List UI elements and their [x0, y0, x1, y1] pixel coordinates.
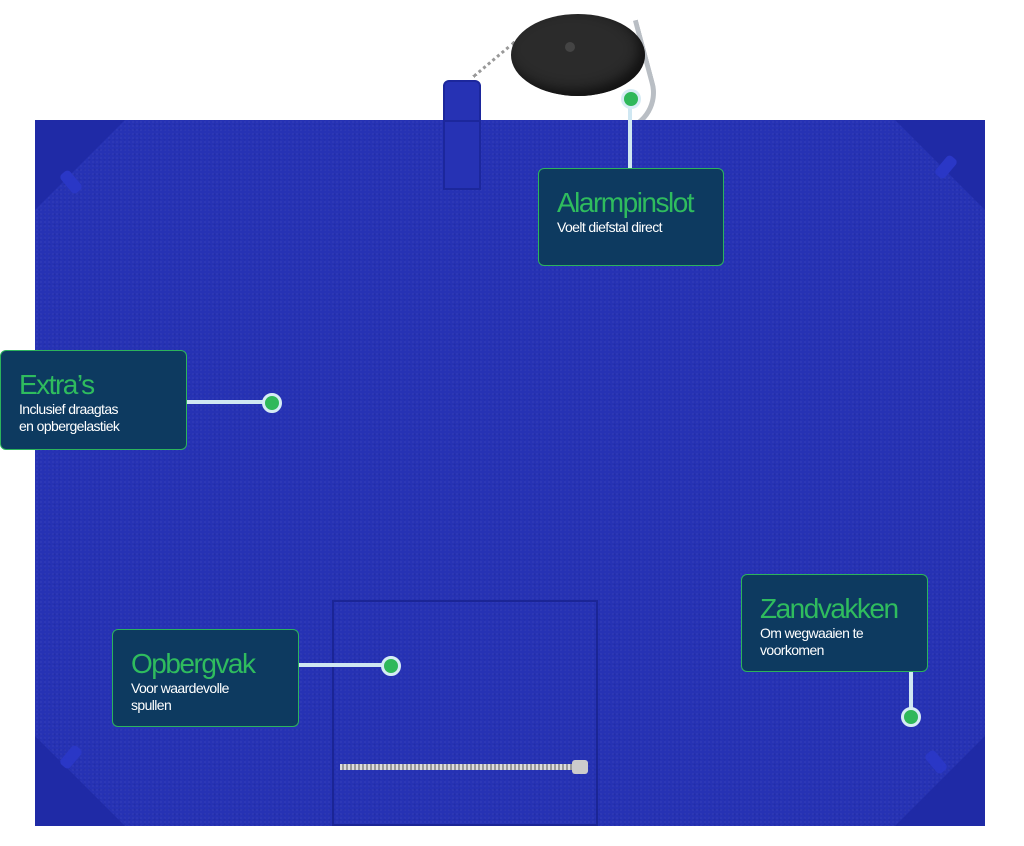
hanging-loop-front [443, 120, 481, 190]
alarm-button [565, 42, 575, 52]
callout-dot [901, 707, 921, 727]
callout-title: Alarmpinslot [557, 187, 695, 218]
callout-sand-pockets: Zandvakken Om wegwaaien te voorkomen [741, 574, 928, 672]
callout-title: Zandvakken [760, 593, 899, 624]
zipper [340, 764, 588, 770]
callout-subtitle: en opbergelastiek [19, 418, 120, 434]
zipper-pull [572, 760, 588, 774]
callout-subtitle: voorkomen [760, 642, 824, 658]
callout-pocket: Opbergvak Voor waardevolle spullen [112, 629, 299, 727]
callout-line [298, 663, 384, 667]
callout-subtitle: Voelt diefstal direct [557, 219, 663, 235]
callout-extras: Extra’s Inclusief draagtas en opbergelas… [0, 350, 187, 450]
storage-pocket [332, 600, 598, 826]
callout-title: Opbergvak [131, 648, 256, 679]
callout-subtitle: Voor waardevolle [131, 680, 229, 696]
callout-subtitle: spullen [131, 697, 172, 713]
callout-line [628, 100, 632, 170]
callout-line [909, 670, 913, 712]
callout-dot [381, 656, 401, 676]
callout-subtitle: Inclusief draagtas [19, 401, 119, 417]
callout-dot [621, 89, 641, 109]
callout-alarm: Alarmpinslot Voelt diefstal direct [538, 168, 724, 266]
personal-alarm-device [511, 14, 645, 96]
callout-title: Extra’s [19, 369, 95, 400]
callout-dot [262, 393, 282, 413]
callout-line [186, 400, 266, 404]
callout-subtitle: Om wegwaaien te [760, 625, 864, 641]
